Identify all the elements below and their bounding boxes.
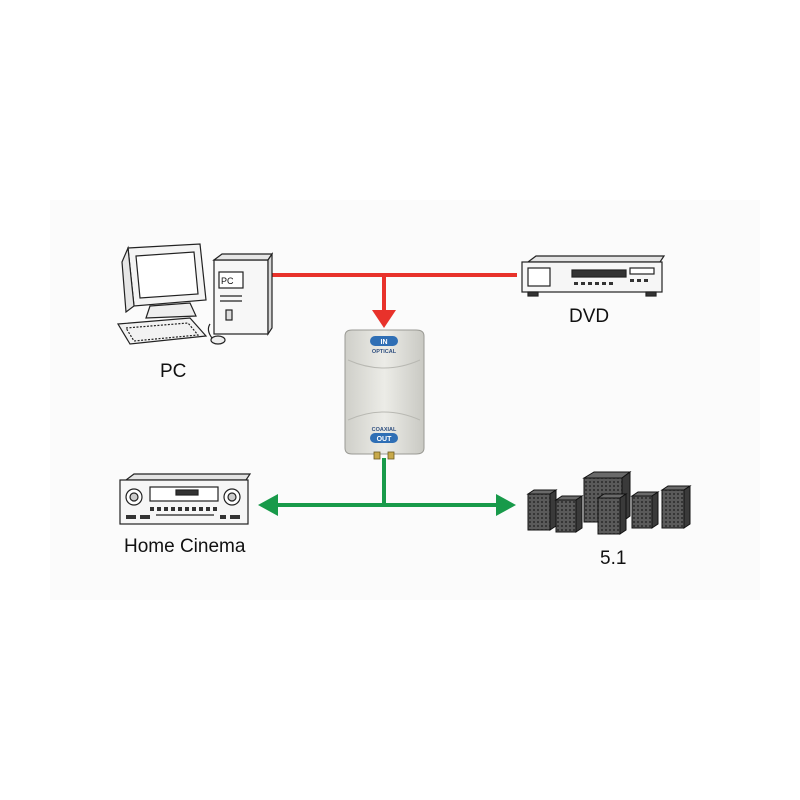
speaker-rear-right-icon: [660, 485, 692, 529]
in-badge-label: IN: [381, 339, 388, 346]
pc-icon: PC: [116, 243, 274, 345]
input-connection: [272, 273, 517, 328]
converter-box-icon: IN OPTICAL COAXIAL OUT: [344, 329, 425, 460]
home-cinema-label: Home Cinema: [124, 536, 246, 557]
speaker-front-left-icon: [554, 495, 584, 533]
in-badge: [370, 336, 398, 346]
out-badge-sublabel: COAXIAL: [372, 427, 397, 433]
power-connector-icon: [387, 451, 395, 460]
speaker-front-right-icon: [630, 491, 660, 529]
green-arrowhead-left: [258, 494, 278, 516]
output-connection: [258, 458, 516, 516]
speaker-rear-left-icon: [526, 489, 558, 531]
out-badge-label: OUT: [377, 436, 393, 443]
in-badge-sublabel: OPTICAL: [372, 349, 397, 355]
speaker-center-icon: [596, 493, 628, 535]
out-badge: [370, 433, 398, 443]
dvd-label: DVD: [569, 306, 610, 327]
speakers-label: 5.1: [600, 548, 627, 569]
av-receiver-icon: [119, 473, 252, 525]
pc-label: PC: [160, 361, 187, 382]
svg-text:PC: PC: [221, 276, 234, 286]
green-arrowhead-right: [496, 494, 516, 516]
speaker-system-icon: [526, 471, 692, 535]
coax-connector-icon: [373, 451, 381, 460]
red-arrowhead: [372, 310, 396, 328]
dvd-player-icon: [521, 255, 666, 297]
